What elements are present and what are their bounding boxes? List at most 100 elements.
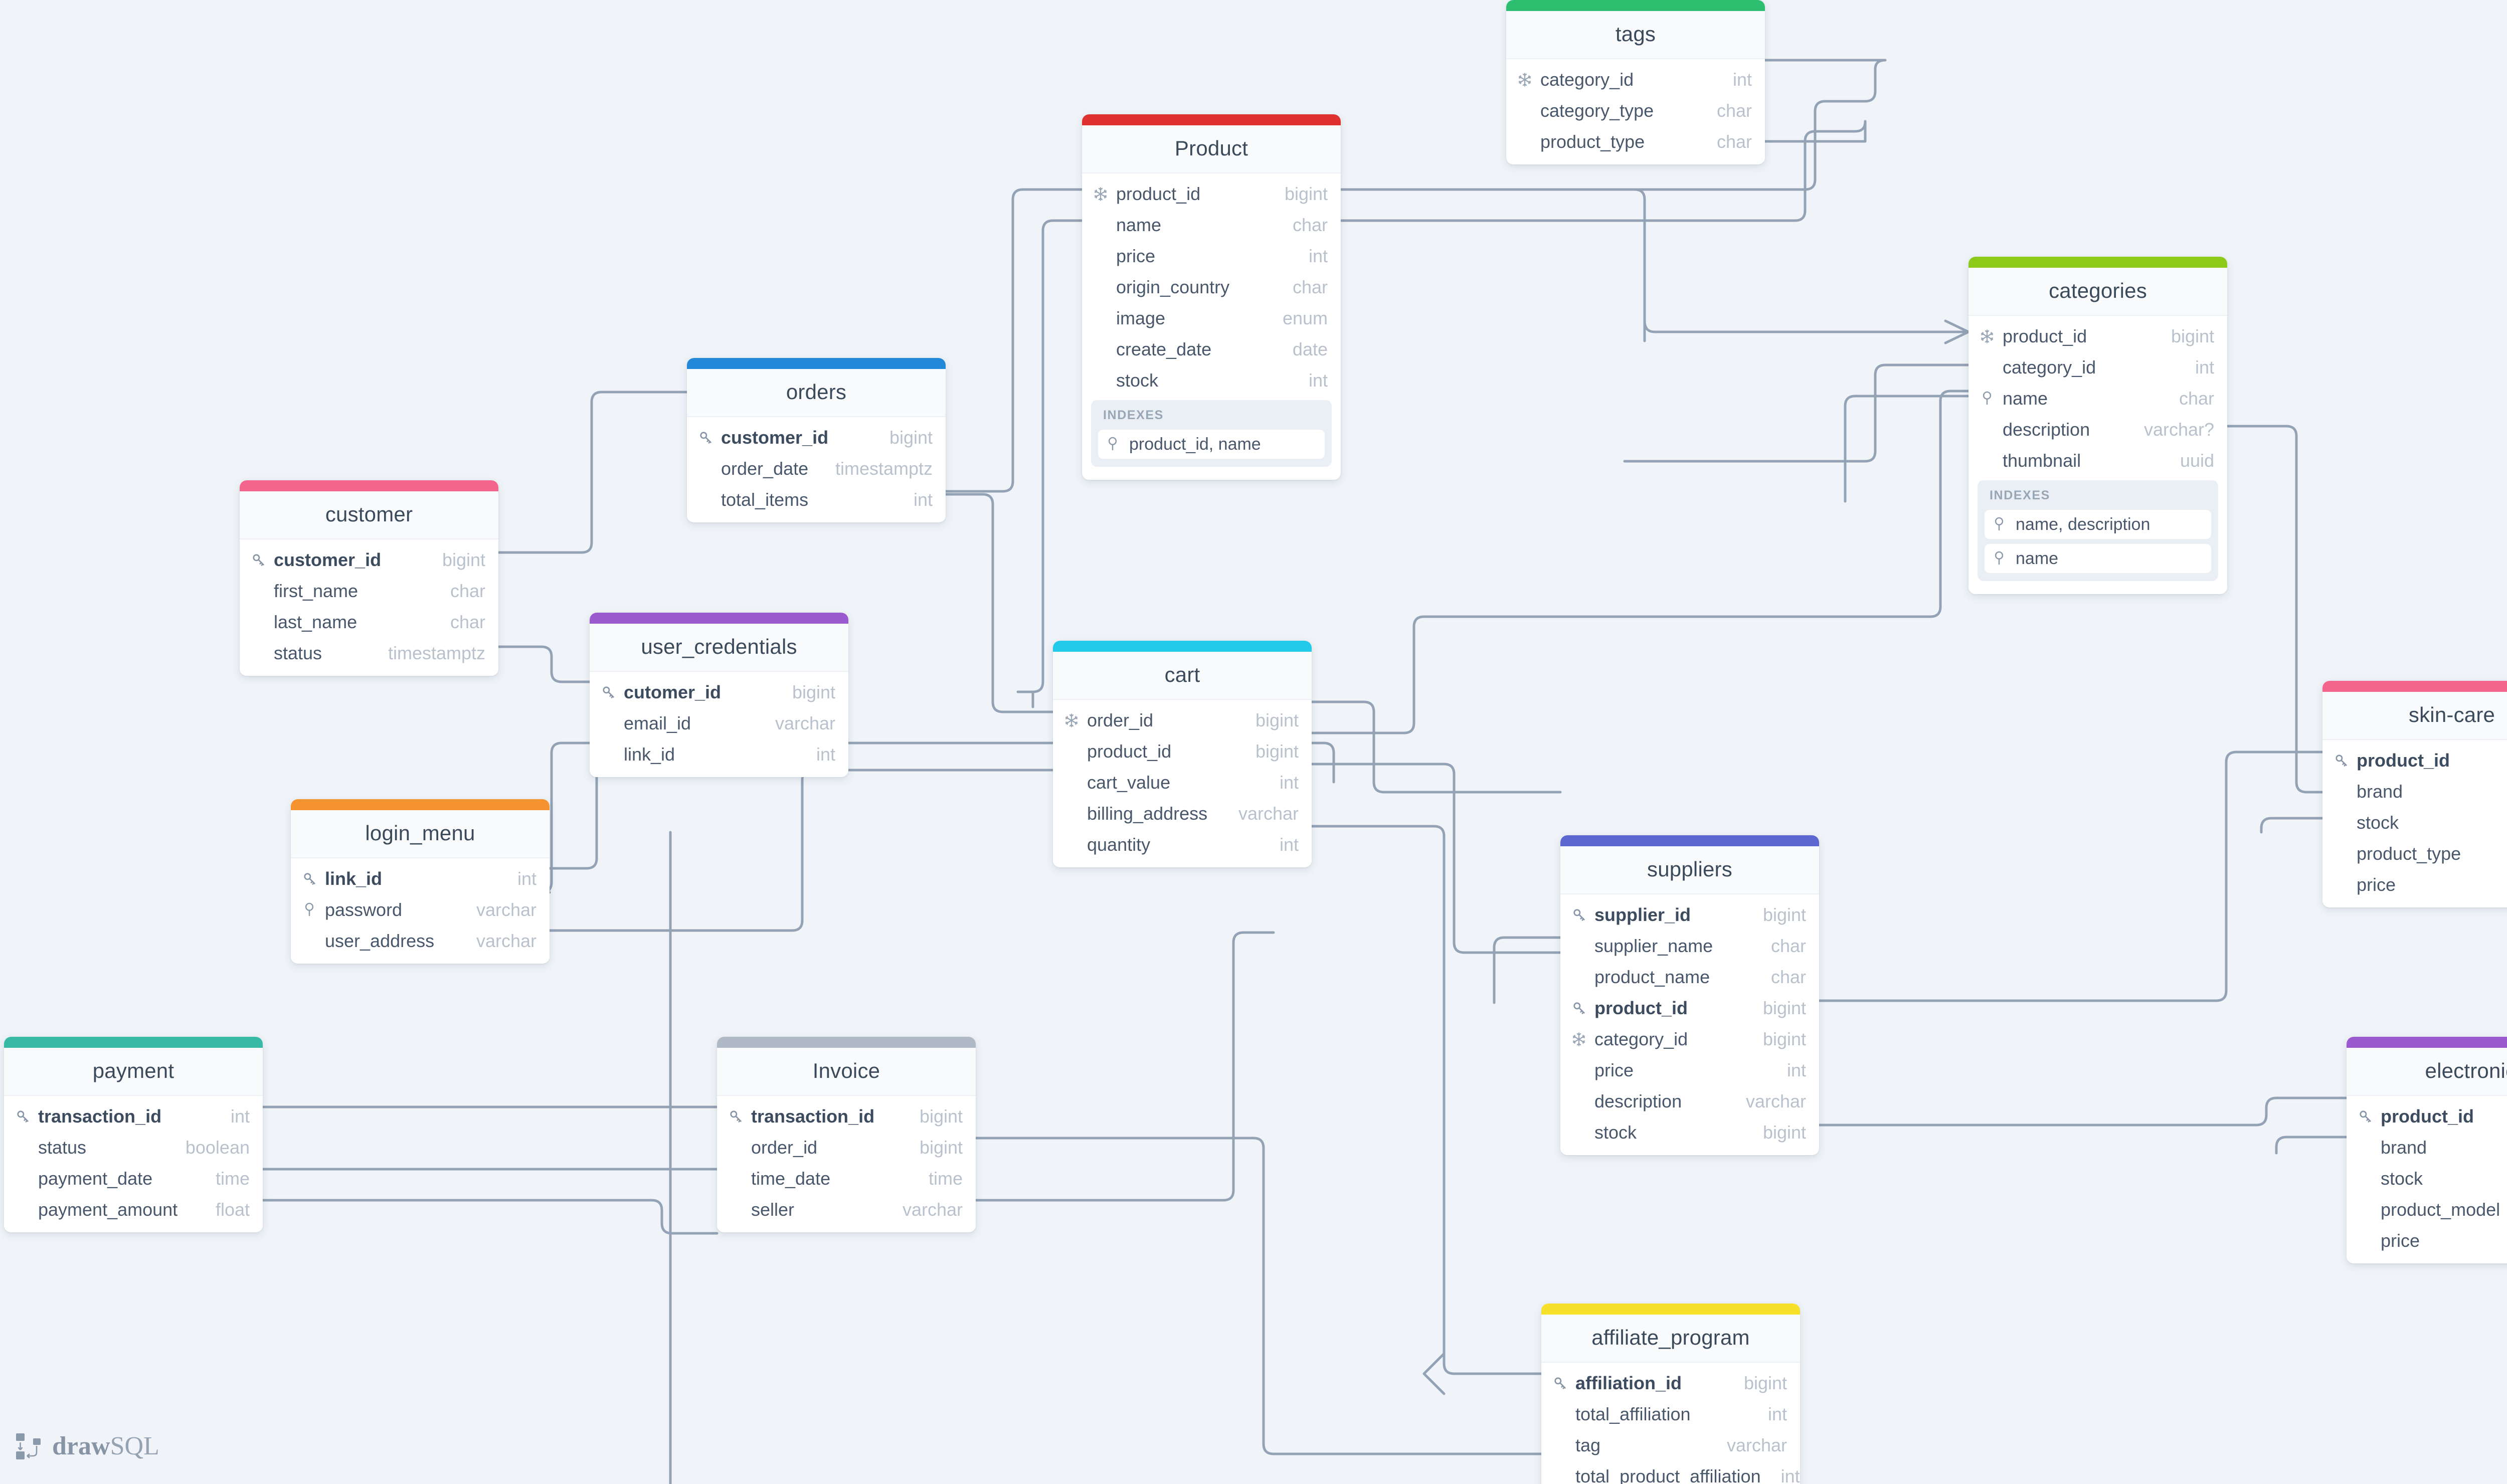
field-name: user_address <box>325 931 435 951</box>
table-accent-bar <box>2347 1037 2507 1048</box>
table-field-row[interactable]: brandchar <box>2347 1132 2507 1163</box>
index-item[interactable]: name <box>1985 544 2211 573</box>
table-field-row[interactable]: last_name char <box>240 607 498 638</box>
field-name: product_id <box>2381 1106 2474 1127</box>
field-type: char <box>450 612 485 632</box>
index-item[interactable]: product_id, name <box>1098 430 1325 459</box>
field-name: last_name <box>274 612 357 632</box>
field-name: category_id <box>1594 1029 1688 1049</box>
field-name: product_type <box>1540 131 1645 152</box>
field-type: char <box>450 581 485 601</box>
field-type: int <box>816 744 835 765</box>
index-item[interactable]: name, description <box>1985 510 2211 539</box>
field-name: price <box>1594 1060 1634 1080</box>
snowflake-icon <box>1093 187 1116 202</box>
field-name: price <box>2357 874 2396 895</box>
field-name: payment_date <box>38 1168 153 1189</box>
table-accent-bar <box>1560 835 1819 846</box>
table-field-row[interactable]: product_modelvarchar <box>2347 1194 2507 1225</box>
index-key-icon <box>1992 516 2016 532</box>
table-field-row[interactable]: brandchar <box>2322 776 2507 807</box>
table-card-electronics[interactable]: electronicsproduct_idbigintbrandcharstoc… <box>2347 1037 2507 1263</box>
table-field-row[interactable]: product_typevarchar <box>2322 838 2507 869</box>
table-card-skin_care[interactable]: skin-careproduct_idbigintbrandcharstocki… <box>2322 681 2507 907</box>
table-accent-bar <box>1968 257 2227 268</box>
